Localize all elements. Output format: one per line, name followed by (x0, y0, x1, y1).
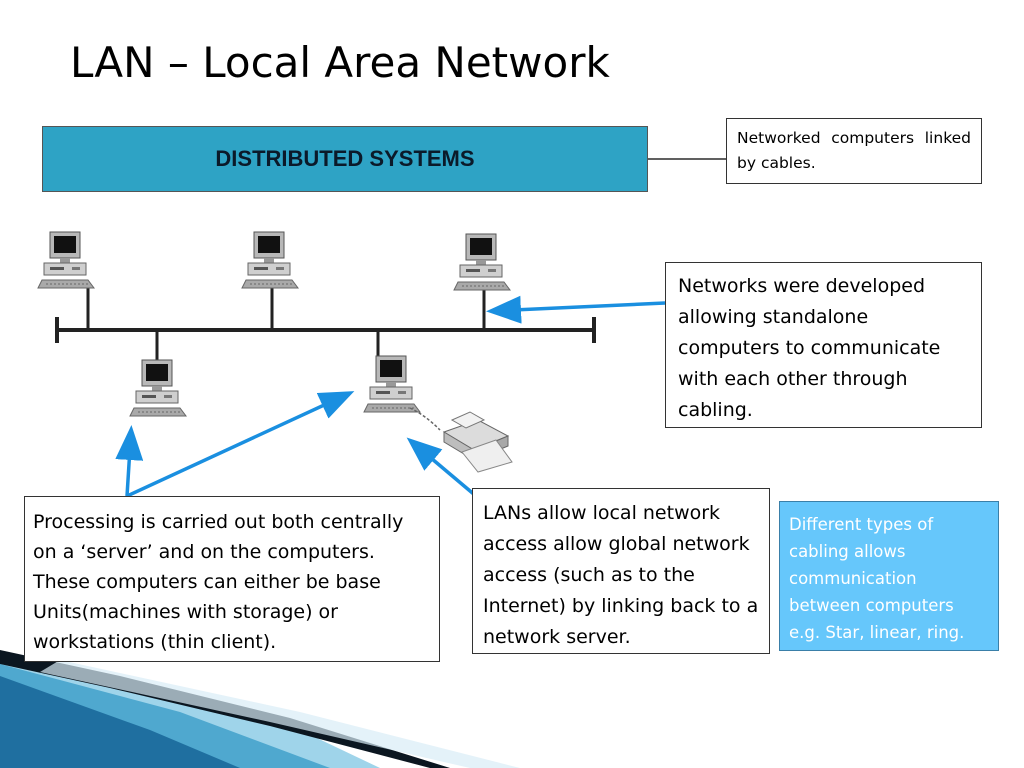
note-networked-computers: Networked computers linked by cables. (726, 118, 982, 184)
note-lan-access: LANs allow local network access allow gl… (472, 488, 770, 654)
note-cabling-types: Different types of cabling allows commun… (779, 501, 999, 651)
desktop-computer-icon (453, 233, 511, 291)
arrow-to-bus (486, 295, 666, 324)
swoosh-dark (0, 676, 240, 768)
note-networks-developed: Networks were developed allowing standal… (665, 262, 982, 428)
printer-icon (442, 411, 513, 473)
desktop-computer-icon (363, 355, 421, 413)
printer-cable (409, 407, 441, 431)
note-processing: Processing is carried out both centrally… (24, 496, 440, 662)
desktop-computer-icon (37, 231, 95, 289)
desktop-computer-icon (241, 231, 299, 289)
distributed-systems-banner: DISTRIBUTED SYSTEMS (42, 126, 648, 192)
slide-title: LAN – Local Area Network (70, 38, 610, 87)
desktop-computer-icon (129, 359, 187, 417)
arrow-to-workstation (115, 425, 144, 497)
swoosh-highlight (40, 660, 520, 768)
arrow-to-printer-server (406, 437, 478, 498)
arrow-to-server (126, 391, 355, 498)
banner-label: DISTRIBUTED SYSTEMS (215, 146, 475, 171)
